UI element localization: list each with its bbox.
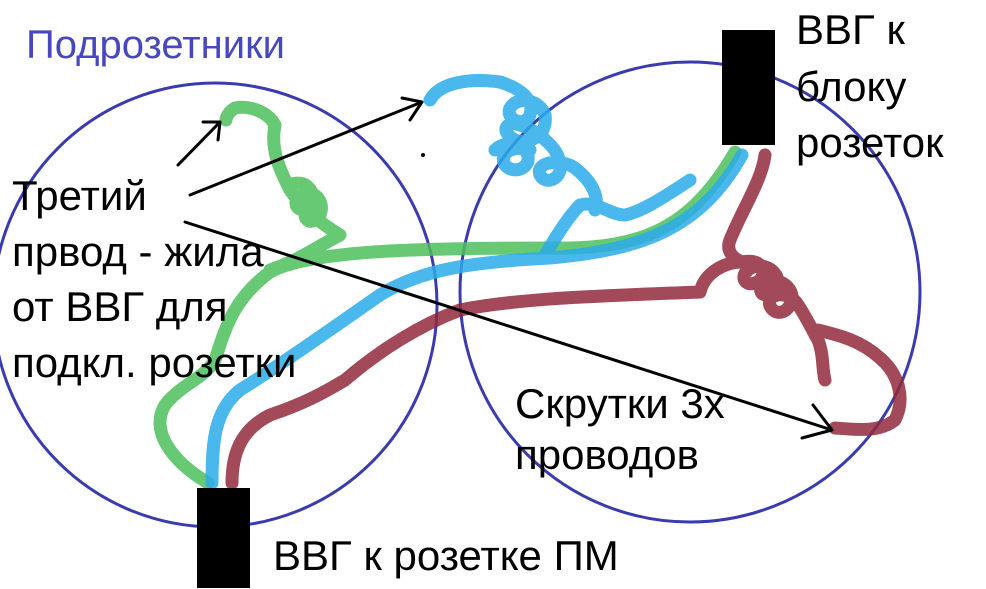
cable-top-label-line: ВВГ к bbox=[796, 6, 905, 53]
cable-top-label: ВВГ к блоку розеток bbox=[796, 6, 944, 166]
arrow-to-green-end bbox=[176, 120, 222, 167]
cable-top-label-line: блоку bbox=[796, 63, 906, 110]
red-wire bbox=[225, 148, 907, 490]
third-wire-label-line: првод - жила bbox=[12, 228, 264, 275]
cable-bottom-block bbox=[197, 488, 250, 588]
twists-label: Скрутки 3х проводов bbox=[515, 380, 736, 478]
third-wire-label: Третий првод - жила от ВВГ для подкл. ро… bbox=[12, 172, 296, 386]
title-label: Подрозетники bbox=[26, 23, 285, 67]
twists-label-line: проводов bbox=[515, 431, 699, 478]
arrow-to-blue-end bbox=[188, 96, 424, 197]
twists-label-line: Скрутки 3х bbox=[515, 380, 725, 427]
third-wire-label-line: подкл. розетки bbox=[12, 339, 296, 386]
third-wire-label-line: от ВВГ для bbox=[12, 283, 228, 330]
marker-dot bbox=[421, 153, 425, 157]
cable-bottom-label: ВВГ к розетке ПМ bbox=[273, 532, 619, 579]
arrows bbox=[176, 96, 834, 440]
cable-top-block bbox=[722, 30, 775, 145]
third-wire-label-line: Третий bbox=[12, 172, 147, 219]
arrow-to-red-end bbox=[183, 220, 834, 440]
cable-top-label-line: розеток bbox=[796, 119, 944, 166]
right-junction-box-circle bbox=[458, 60, 922, 524]
